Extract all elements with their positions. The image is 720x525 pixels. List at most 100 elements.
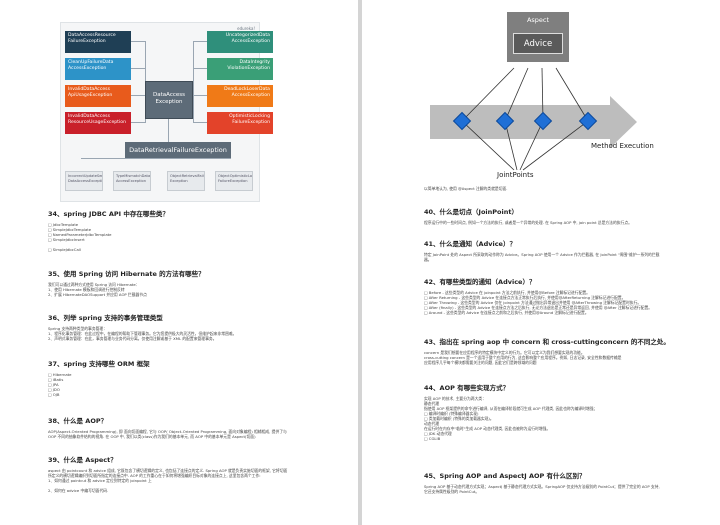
joinpoint-line	[519, 120, 544, 171]
page-divider	[358, 0, 362, 525]
section-line: 在运行时在内存中"临时"生成 AOP 动态代理类, 因此也被称为运行时增强。	[424, 426, 551, 431]
joinpoint-marker	[533, 111, 553, 131]
section-line: □ OJB	[48, 392, 60, 397]
section-line: □ Hibernate	[48, 372, 72, 377]
section-41: 41、什么是通知（Advice）？ 特定 JoinPoint 处的 Aspect…	[424, 238, 702, 262]
section-line: 动态代理	[424, 421, 440, 426]
section-line: □ CGLIB	[424, 436, 441, 441]
section-36: 36、列举 spring 支持的事务管理类型 Spring 支持两种类型的事务管…	[48, 312, 340, 341]
section-line: □ SimpleJdbcCall	[48, 247, 81, 252]
section-line: 我们可以通过两种方式使用 Spring 访问 Hibernate：	[48, 282, 140, 287]
section-line: □ Around - 这些类型的 Advice 在连接点之前和之后执行, 并使用…	[424, 310, 589, 315]
connector-line	[193, 41, 194, 123]
joinpoint-line	[504, 120, 518, 171]
edureka-logo: edureka!	[237, 26, 255, 31]
connector-line	[193, 68, 207, 69]
section-line: □ 编译时编织 (特殊编译器实现)	[424, 411, 479, 416]
section-45: 45、Spring AOP and AspectJ AOP 有什么区别？ Spr…	[424, 470, 702, 494]
connector-line	[193, 122, 207, 123]
section-line: □ JdbcTemplate	[48, 222, 79, 227]
connector-line	[131, 122, 145, 123]
section-35: 35、使用 Spring 访问 Hibernate 的方法有哪些？ 我们可以通过…	[48, 268, 340, 297]
exception-box-right-2: DataIntegrity ViolationException	[207, 58, 273, 80]
connector-line	[193, 41, 207, 42]
section-40: 40、什么是切点（JoinPoint） 程序运行中的一些时间点, 例如一个方法的…	[424, 206, 702, 225]
section-line: concern 是我们想要在应用程序的特定模块中定义的行为。它可以定义为我们想要…	[424, 350, 585, 355]
connector-line	[131, 41, 145, 42]
aspect-label: Aspect	[526, 16, 550, 24]
section-line: □ SimpleJdbcTemplate	[48, 227, 92, 232]
section-heading: 36、列举 spring 支持的事务管理类型	[48, 314, 163, 322]
advice-line	[461, 67, 515, 122]
exception-box-left-3: InvalidDataAccess ApiUsageException	[65, 85, 131, 107]
section-line: □ NamedParameterJdbcTemplate	[48, 232, 112, 237]
exception-subclass-box: IncorrectUpdateSemantics DataAccessExcep…	[65, 171, 103, 191]
section-44: 44、AOP 有哪些实现方式？ 实现 AOP 的技术, 主要分为两大类： 静态代…	[424, 382, 702, 441]
section-heading: 34、spring JDBC API 中存在哪些类？	[48, 210, 169, 218]
section-39-continued: 以简单地认为, 使用 @Aspect 注解的类就是切面.	[424, 186, 702, 191]
connector-line	[193, 95, 207, 96]
section-heading: 38、什么是 AOP？	[48, 417, 108, 425]
section-37: 37、spring 支持哪些 ORM 框架 □ Hibernate □ iBat…	[48, 358, 340, 397]
joinpoint-line	[461, 120, 515, 171]
section-heading: 37、spring 支持哪些 ORM 框架	[48, 360, 150, 368]
joinpoint-marker	[452, 111, 472, 131]
section-line: 特定 JoinPoint 处的 Aspect 所采取的动作称为 Advice。S…	[424, 252, 660, 257]
section-line: 1、程序化事务管理：在此过程中，在编程的帮助下管理事务。它为您提供极大的灵活性，…	[48, 331, 237, 336]
section-line: 指使用 AOP 框架提供的命令进行编译, 从而在编译阶段就可生成 AOP 代理类…	[424, 406, 598, 411]
connector-line	[131, 68, 145, 69]
section-line: □ After Returning - 这些类型的 Advice 在连接点方法正…	[424, 295, 626, 300]
connector-line	[131, 95, 145, 96]
section-43: 43、指出在 spring aop 中 concern 和 cross-cutt…	[424, 336, 702, 365]
aspect-box: Aspect Advice	[507, 12, 569, 62]
section-line: OOP 不同的抽象软件结构的视角. 在 OOP 中, 我们以类(class)作为…	[48, 434, 256, 439]
right-page: Aspect Advice Method Execution JointPoin…	[362, 0, 720, 525]
section-line: 所定义的横切逻辑编织到切面所指定的连接点中. AOP 的工作重心在于如何将增强编…	[48, 473, 261, 478]
left-page: edureka! DataAccessResource FailureExcep…	[0, 0, 358, 525]
section-heading: 41、什么是通知（Advice）？	[424, 240, 516, 248]
section-heading: 45、Spring AOP and AspectJ AOP 有什么区别？	[424, 472, 586, 480]
exception-subclass-box: ObjectRetrievalFailure Exception	[167, 171, 205, 191]
exception-box-left-1: DataAccessResource FailureException	[65, 31, 131, 53]
joinpoints-label: JointPoints	[497, 171, 534, 179]
section-line: 实现 AOP 的技术, 主要分为两大类：	[424, 396, 486, 401]
section-heading: 35、使用 Spring 访问 Hibernate 的方法有哪些？	[48, 270, 205, 278]
section-line: 程序运行中的一些时间点, 例如一个方法的执行, 或者是一个异常的处理. 在 Sp…	[424, 220, 632, 225]
section-heading: 44、AOP 有哪些实现方式？	[424, 384, 510, 392]
section-line: 它还支持属性级别的 PointCut。	[424, 489, 480, 494]
exception-box-right-1: UncategorizedData AccessException	[207, 31, 273, 53]
section-line: 2、如何在 advice 中编写切面代码.	[48, 488, 109, 493]
exception-subclass-box: TypeMismatchData AccessException	[113, 171, 151, 191]
advice-line	[555, 67, 589, 122]
section-heading: 40、什么是切点（JoinPoint）	[424, 208, 518, 216]
section-42: 42、有哪些类型的通知（Advice）？ □ Before - 这些类型的 Ad…	[424, 276, 702, 315]
section-heading: 42、有哪些类型的通知（Advice）？	[424, 278, 536, 286]
method-execution-arrow	[430, 96, 637, 148]
section-line: aspect 由 pointcount 和 advice 组成, 它既包含了横切…	[48, 468, 288, 473]
section-line: □ JPA	[48, 382, 59, 387]
section-line: □ Before - 这些类型的 Advice 在 joinpoint 方法之前…	[424, 290, 590, 295]
section-line: □ iBatis	[48, 377, 64, 382]
exception-box-right-3: DeadLockLoserData AccessException	[207, 85, 273, 107]
section-line: □ After Throwing - 这些类型的 Advice 仅在 joinp…	[424, 300, 642, 305]
section-line: □ SimpleJdbcInsert	[48, 237, 85, 242]
section-heading: 39、什么是 Aspect？	[48, 456, 117, 464]
section-line: cross-cutting concern 是一个适用于整个应用的行为, 这会影…	[424, 355, 622, 360]
section-line: AOP(Aspect-Oriented Programming), 即 面向切面…	[48, 429, 287, 434]
section-line: 应用程序几乎每个模块都需要关注的问题, 因此它们是跨领域的问题	[424, 360, 537, 365]
section-line: 以简单地认为, 使用 @Aspect 注解的类就是切面.	[424, 186, 508, 191]
section-line: □ 类加载时编织 (特殊的类加载器实现)。	[424, 416, 494, 421]
exception-hierarchy-diagram: edureka! DataAccessResource FailureExcep…	[60, 22, 273, 202]
exception-subclass-box: ObjectOptimisticLocking FailureException	[215, 171, 253, 191]
section-line: 1、如何通过 pointcut 和 advice 定位到特定的 joinpoin…	[48, 478, 152, 483]
connector-line	[81, 158, 231, 159]
section-line: □ After (finally) - 这些类型的 Advice 在连接点方法之…	[424, 305, 653, 310]
section-line: □ JDO	[48, 387, 60, 392]
method-execution-label: Method Execution	[591, 142, 654, 150]
section-line: 2、声明式事务管理：在此，事务管理与业务代码分离。仅使用注解或基于 XML 的配…	[48, 336, 217, 341]
section-line: □ JDK 动态代理	[424, 431, 452, 436]
joinpoint-line	[522, 120, 589, 171]
joinpoint-marker	[578, 111, 598, 131]
exception-box-right-4: OptimisticLocking FailureException	[207, 112, 273, 134]
